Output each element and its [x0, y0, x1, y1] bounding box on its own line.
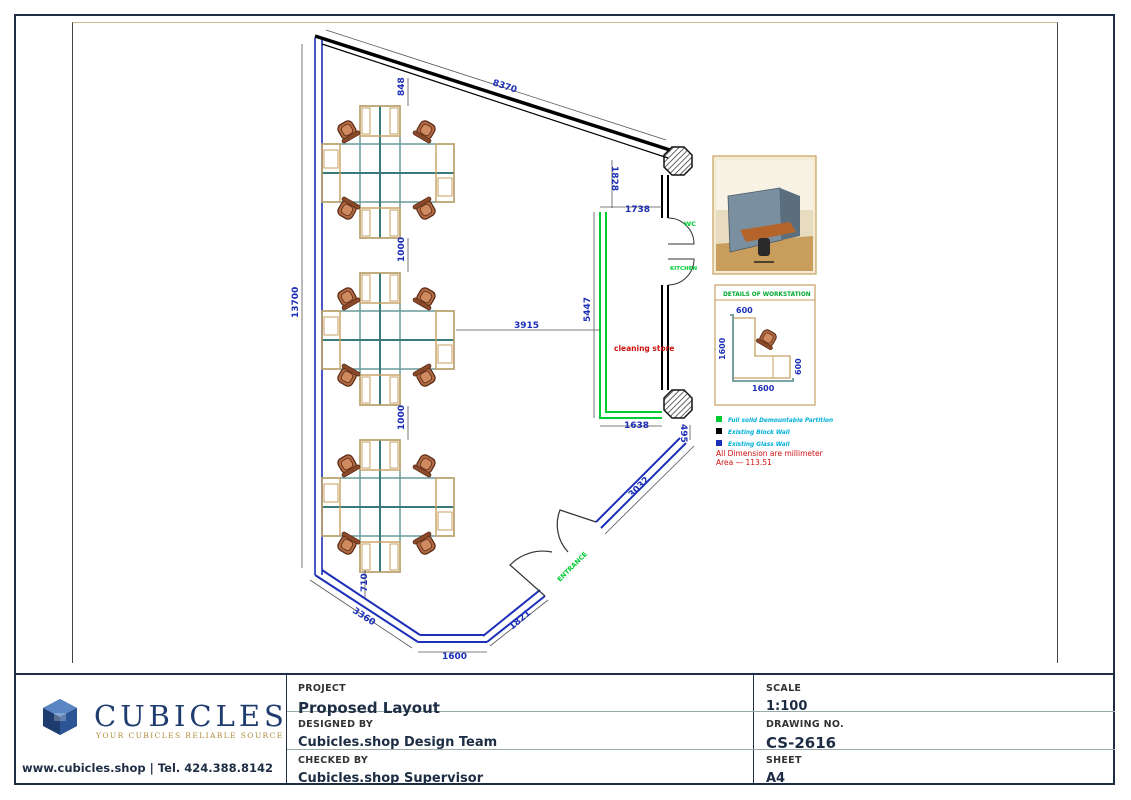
column-bottom — [663, 389, 693, 419]
title-block: CUBICLES YOUR CUBICLES RELIABLE SOURCE w… — [16, 673, 1115, 786]
legend-swatch-glass-wall — [716, 440, 722, 446]
dim-bottom: 1600 — [442, 652, 467, 662]
contact-info: www.cubicles.shop | Tel. 424.388.8142 — [22, 761, 274, 775]
designed-by-value: Cubicles.shop Design Team — [298, 735, 498, 750]
logo-area: CUBICLES YOUR CUBICLES RELIABLE SOURCE w… — [16, 675, 284, 785]
legend-swatch-partition — [716, 416, 722, 422]
label-entrance: ENTRANCE — [556, 550, 589, 583]
dim-right-small: 495 — [678, 424, 688, 443]
chairs — [333, 117, 440, 558]
detail-dim-top: 600 — [736, 306, 753, 315]
drawing-no-field: DRAWING NO. CS-2616 — [766, 719, 844, 752]
dim-corridor: 3915 — [514, 321, 539, 331]
dim-bottom-left-diag: 3360 — [350, 606, 376, 628]
workstation-detail-panel: DETAILS OF WORKSTATION 600 1600 1600 600 — [714, 284, 816, 406]
note-units: All Dimension are millimeter — [716, 449, 824, 458]
checked-by-value: Cubicles.shop Supervisor — [298, 771, 484, 786]
sheet-label: SHEET — [766, 755, 802, 766]
dim-top-gap: 848 — [397, 77, 407, 96]
dim-right-upper: 1828 — [609, 166, 619, 191]
detail-dim-right: 600 — [794, 358, 803, 375]
project-value: Proposed Layout — [298, 699, 440, 717]
drawing-no-label: DRAWING NO. — [766, 719, 844, 730]
dim-store-height: 5447 — [583, 297, 593, 322]
dim-left-wall: 13700 — [291, 287, 301, 318]
column-top — [663, 146, 693, 176]
kitchen-door-swing — [667, 258, 695, 286]
legend: Full solid Demountable Partition Existin… — [716, 416, 833, 448]
designed-by-field: DESIGNED BY Cubicles.shop Design Team — [298, 719, 497, 750]
checked-by-field: CHECKED BY Cubicles.shop Supervisor — [298, 755, 483, 786]
label-wc: WC — [684, 220, 696, 228]
wc-door-swing — [667, 217, 695, 245]
detail-dim-left: 1600 — [718, 337, 727, 360]
scale-value: 1:100 — [766, 699, 808, 714]
entrance-door-left — [509, 550, 553, 597]
checked-by-label: CHECKED BY — [298, 755, 369, 766]
logo-tagline: YOUR CUBICLES RELIABLE SOURCE — [96, 731, 284, 740]
cleaning-store-partition — [599, 212, 662, 419]
drawing-no-value: CS-2616 — [766, 734, 837, 752]
legend-label-glass-wall: Existing Glass Wall — [728, 442, 791, 448]
label-cleaning-store: cleaning store — [614, 344, 674, 353]
dimension-lines — [301, 29, 695, 653]
dim-store-top: 1738 — [625, 205, 650, 215]
scale-label: SCALE — [766, 683, 802, 694]
logo-wordmark: CUBICLES — [94, 699, 288, 733]
cube-logo-icon — [43, 699, 77, 735]
dim-bottom-gap: 710 — [360, 573, 370, 592]
dim-between-2: 1000 — [397, 405, 407, 430]
wall-outline — [314, 34, 687, 643]
workstation-detail-title: DETAILS OF WORKSTATION — [723, 292, 811, 298]
project-label: PROJECT — [298, 683, 346, 694]
legend-swatch-block-wall — [716, 428, 722, 434]
sheet-field: SHEET A4 — [766, 755, 802, 786]
scale-field: SCALE 1:100 — [766, 683, 807, 714]
note-area: Area — 113.51 — [716, 458, 772, 467]
dim-between-1: 1000 — [397, 237, 407, 262]
detail-dim-bottom: 1600 — [752, 384, 775, 393]
label-kitchen: KITCHEN — [670, 266, 697, 272]
drawing-sheet-border — [72, 22, 1058, 663]
drawing-frame — [14, 14, 1115, 785]
entrance-door-right — [556, 509, 597, 553]
legend-label-partition: Full solid Demountable Partition — [728, 418, 833, 424]
designed-by-label: DESIGNED BY — [298, 719, 374, 730]
dim-store-bottom: 1638 — [624, 421, 649, 431]
workstation-render-image — [712, 155, 817, 275]
legend-label-block-wall: Existing Block Wall — [728, 430, 791, 436]
sheet-value: A4 — [766, 771, 786, 786]
project-field: PROJECT Proposed Layout — [298, 683, 440, 717]
floor-plan-drawing: 8370 848 13700 1000 1000 1828 1738 3915 … — [291, 29, 833, 662]
